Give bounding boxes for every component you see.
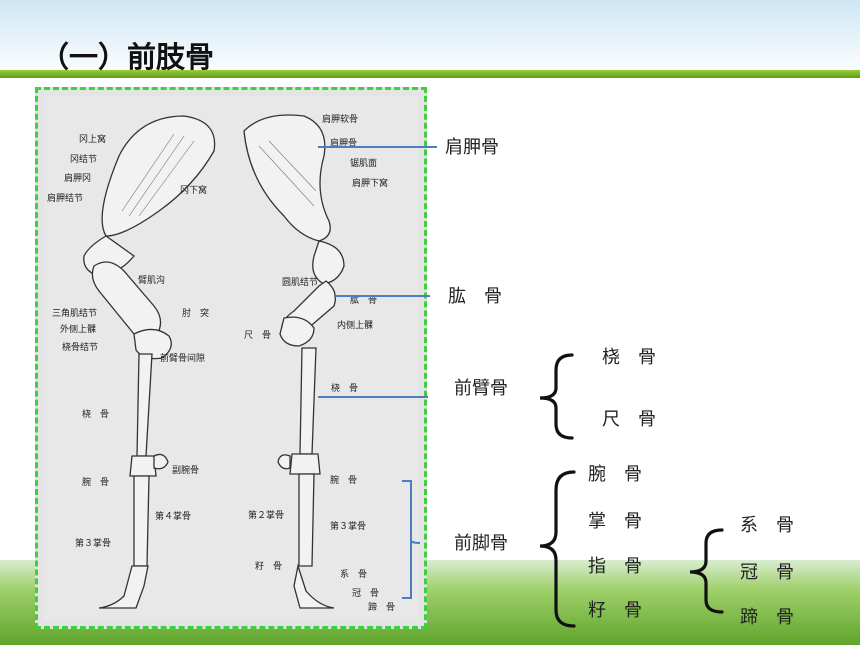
label-teres-tuberosity: 圆肌结节	[282, 278, 319, 288]
callout-digit: 指 骨	[588, 556, 642, 577]
label-lateral-epicondyle: 外侧上髁	[60, 325, 97, 335]
forefoot-brace	[539, 470, 576, 628]
illustration-area	[44, 96, 418, 620]
callout-metacarpal: 掌 骨	[588, 511, 642, 532]
label-ulna-small: 尺 骨	[244, 331, 272, 341]
label-infraspinous-fossa: 冈下窝	[180, 186, 208, 196]
forelimb-bones-drawing	[83, 114, 345, 609]
sky-background	[0, 0, 860, 78]
label-4th-metacarpal: 第４掌骨	[155, 512, 192, 522]
label-scapula-small: 肩胛骨	[330, 139, 358, 149]
forearm-brace	[539, 353, 574, 440]
callout-sesamoid: 籽 骨	[588, 600, 642, 621]
left-limb	[83, 115, 216, 609]
callout-ulna: 尺 骨	[602, 409, 656, 430]
label-radial-tuberosity: 桡骨结节	[62, 343, 99, 353]
label-scapular-spine: 肩胛冈	[64, 174, 92, 184]
label-spine-tubercle: 冈结节	[70, 155, 98, 165]
header-divider	[0, 70, 860, 78]
forefoot-leader-bracket	[402, 480, 421, 599]
label-medial-epicondyle: 内侧上髁	[337, 321, 374, 331]
label-middle-phalanx-small: 冠 骨	[352, 589, 380, 599]
label-scapular-tuberosity: 肩胛结节	[47, 194, 84, 204]
label-3rd-metacarpal-right: 第３掌骨	[330, 522, 367, 532]
page-title: （一）前肢骨	[40, 40, 215, 74]
callout-middle-phalanx: 冠 骨	[740, 562, 794, 583]
label-proximal-phalanx-small: 系 骨	[340, 570, 368, 580]
callout-forefoot: 前脚骨	[454, 533, 508, 554]
label-radius-right: 桡 骨	[331, 384, 359, 394]
label-humerus-small: 肱 骨	[350, 296, 378, 306]
label-deltoid-tuberosity: 三角肌结节	[52, 309, 98, 319]
label-brachial-groove: 臂肌沟	[138, 276, 166, 286]
callout-carpal: 腕 骨	[588, 464, 642, 485]
callout-proximal-phalanx: 系 骨	[740, 515, 794, 536]
callout-distal-phalanx: 蹄 骨	[740, 607, 794, 628]
label-serrated-face: 锯肌面	[350, 159, 378, 169]
label-3rd-metacarpal-left: 第３掌骨	[75, 539, 112, 549]
label-olecranon: 肘 突	[182, 309, 210, 319]
right-limb	[243, 114, 345, 609]
label-carpal-right: 腕 骨	[330, 476, 358, 486]
label-carpal-left: 腕 骨	[82, 478, 110, 488]
label-interosseous-space: 前臂骨间隙	[160, 354, 206, 364]
callout-radius: 桡 骨	[602, 347, 656, 368]
label-2nd-metacarpal: 第２掌骨	[248, 511, 285, 521]
label-accessory-carpal: 副腕骨	[172, 466, 200, 476]
bone-illustration-panel	[35, 87, 427, 629]
label-radius-left: 桡 骨	[82, 410, 110, 420]
callout-scapula: 肩胛骨	[445, 137, 499, 158]
phalanx-brace	[689, 528, 724, 614]
label-distal-phalanx-small: 蹄 骨	[368, 603, 396, 613]
callout-humerus: 肱 骨	[448, 286, 502, 307]
callout-forearm: 前臂骨	[454, 378, 508, 399]
label-supraspinous-fossa: 冈上窝	[79, 135, 107, 145]
label-sesamoid-small: 籽 骨	[255, 562, 283, 572]
label-subscapular-fossa: 肩胛下窝	[352, 179, 389, 189]
label-scapular-cartilage: 肩胛软骨	[322, 115, 359, 125]
